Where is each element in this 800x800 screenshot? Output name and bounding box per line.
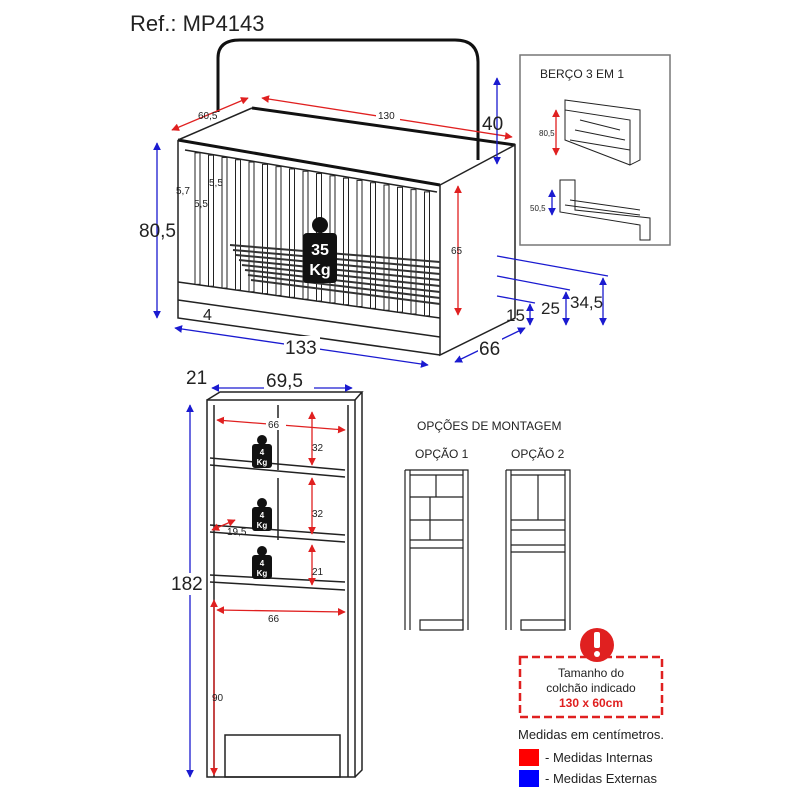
- dim-crib-depth: 66: [479, 339, 500, 360]
- crib-slat: [397, 186, 403, 313]
- dim-slat-gap-c: 5,5: [194, 199, 208, 210]
- crib-slat: [410, 189, 417, 315]
- headboard: [216, 38, 480, 160]
- dim-shelf-1: 32: [312, 443, 324, 454]
- svg-text:4: 4: [260, 511, 265, 520]
- shelf-drawing: [206, 391, 364, 778]
- weight-icon-4kg: 4 Kg: [252, 498, 272, 531]
- weight-icon-35kg: 35 Kg: [303, 217, 337, 283]
- crib-slat: [194, 152, 201, 285]
- assembly-option-1-drawing: [404, 469, 469, 631]
- crib-base-slat: [244, 269, 441, 293]
- svg-text:Kg: Kg: [309, 262, 330, 279]
- units-note: Medidas em centímetros.: [518, 727, 664, 742]
- inset-dim-crib: 80,5: [539, 129, 555, 138]
- assembly-option-1-label: OPÇÃO 1: [415, 447, 469, 461]
- legend-external: - Medidas Externas: [545, 771, 657, 786]
- dim-level-3: 34,5: [570, 293, 603, 312]
- crib-slat: [275, 166, 282, 296]
- dim-shelf-height: 182: [171, 574, 203, 595]
- dim-crib-width: 60,5: [198, 111, 218, 122]
- svg-text:Kg: Kg: [257, 458, 268, 467]
- legend-swatch-external: [519, 770, 539, 787]
- inset-dim-bed: 50,5: [530, 204, 546, 213]
- crib-slat: [289, 168, 295, 298]
- crib-base-slat: [241, 264, 441, 287]
- dim-bottom: 4: [203, 307, 212, 324]
- dim-crib-length: 130: [378, 111, 395, 122]
- dim-inner-width-bottom: 66: [268, 614, 280, 625]
- weight-icon-4kg: 4 Kg: [252, 435, 272, 468]
- assembly-option-2-drawing: [505, 469, 571, 631]
- dim-shelf-width: 69,5: [266, 371, 303, 392]
- dim-shelf-3: 21: [312, 567, 324, 578]
- crib-slats: [194, 152, 430, 317]
- weight-icon-4kg: 4 Kg: [252, 546, 272, 579]
- crib-slat: [370, 182, 376, 309]
- dim-slat-gap-b: 5,5: [209, 178, 223, 189]
- legend-swatch-internal: [519, 749, 539, 766]
- crib-slat: [221, 156, 228, 289]
- dim-crib-outer-length: 133: [285, 338, 317, 359]
- crib-slat: [208, 154, 214, 287]
- crib-slat: [424, 191, 430, 317]
- dim-rail-height: 65: [451, 246, 463, 257]
- svg-text:4: 4: [260, 559, 265, 568]
- inset-crib-drawing: [559, 99, 651, 241]
- assembly-title: OPÇÕES DE MONTAGEM: [417, 418, 561, 433]
- crib-slat: [356, 179, 363, 308]
- dim-inner-width-top: 66: [268, 420, 280, 431]
- inset-box: [519, 54, 671, 246]
- warning-box: [518, 655, 664, 719]
- crib-slat: [343, 177, 349, 306]
- legend-internal: - Medidas Internas: [545, 750, 653, 765]
- warning-icon: [580, 628, 614, 662]
- dim-headboard: 40: [482, 114, 503, 135]
- crib-base-slat: [238, 259, 441, 281]
- dim-level-2: 25: [541, 299, 560, 318]
- warning-line-2: colchão indicado: [546, 681, 636, 695]
- dim-level-1: 15: [506, 306, 525, 325]
- crib-base-slat: [235, 254, 441, 275]
- crib-slat: [262, 163, 268, 295]
- dim-lower-height: 90: [212, 693, 224, 704]
- reference-title: Ref.: MP4143: [130, 11, 265, 36]
- dim-crib-height: 80,5: [139, 221, 176, 242]
- crib-slat: [383, 184, 390, 311]
- warning-line-1: Tamanho do: [558, 666, 624, 680]
- inset-title: BERÇO 3 EM 1: [540, 67, 624, 81]
- warning-mattress-size: 130 x 60cm: [559, 696, 623, 710]
- svg-text:35: 35: [311, 242, 329, 259]
- crib-drawing: [177, 38, 516, 357]
- crib-base-slat: [250, 279, 441, 305]
- crib-base-slat: [247, 274, 441, 299]
- crib-slat: [248, 161, 255, 293]
- svg-text:Kg: Kg: [257, 569, 268, 578]
- front-top-rail: [177, 138, 441, 187]
- crib-slat: [235, 159, 241, 291]
- dim-shelf-2: 32: [312, 509, 324, 520]
- dim-shelf-depth-inner: 19,5: [227, 527, 247, 538]
- assembly-option-2-label: OPÇÃO 2: [511, 447, 565, 461]
- svg-text:4: 4: [260, 448, 265, 457]
- svg-text:Kg: Kg: [257, 521, 268, 530]
- dim-shelf-depth: 21: [186, 368, 207, 389]
- dim-slat-gap-a: 5,7: [176, 186, 190, 197]
